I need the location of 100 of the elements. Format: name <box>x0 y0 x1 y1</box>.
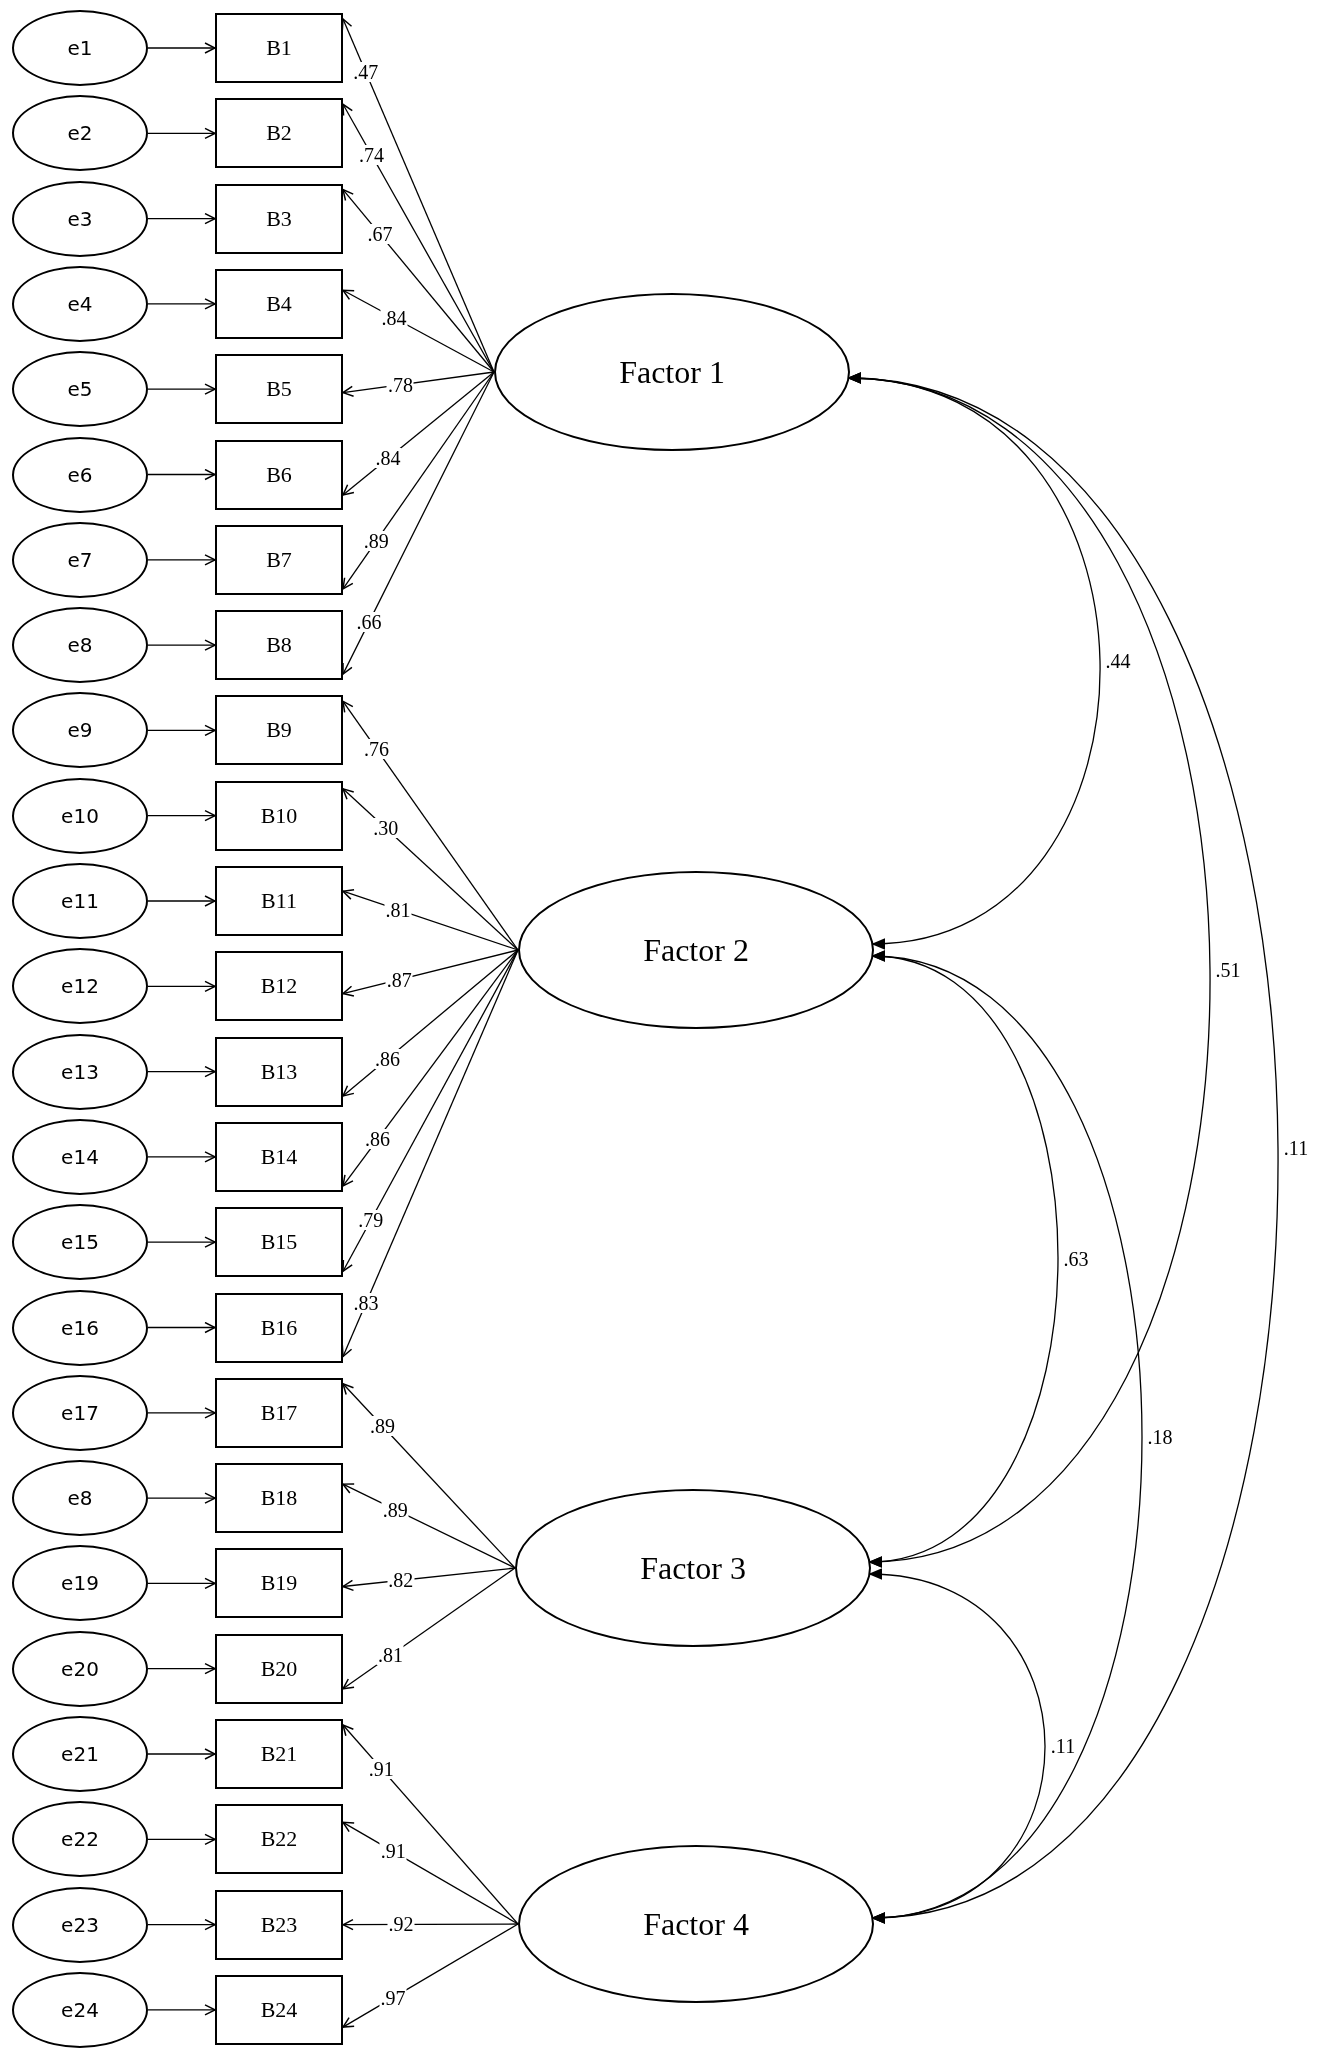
variable-label: B2 <box>266 120 292 147</box>
observed-variable-box <box>215 268 343 339</box>
arrow <box>342 949 519 1187</box>
observed-variable-box <box>215 866 343 936</box>
arrow <box>147 1918 216 1931</box>
factor-label: Factor 4 <box>643 1905 749 1943</box>
arrow <box>341 949 519 1358</box>
observed-variable-box <box>215 1719 343 1789</box>
variable-label: B21 <box>260 1741 298 1767</box>
arrow <box>342 188 495 373</box>
error-term-label: e4 <box>67 291 93 316</box>
arrow <box>147 42 216 54</box>
arrow <box>147 895 216 907</box>
observed-variable-box <box>215 1377 343 1448</box>
error-term-label: e10 <box>61 803 99 828</box>
error-term-label: e17 <box>61 1400 99 1425</box>
edge-label: .89 <box>381 1499 409 1520</box>
observed-variable-box <box>215 1889 343 1960</box>
arrow <box>147 2004 216 2016</box>
edge-label: .67 <box>366 224 394 245</box>
observed-variable-box <box>215 1207 343 1278</box>
variable-label: B17 <box>260 1399 298 1426</box>
variable-label: B12 <box>260 973 298 1000</box>
observed-variable-box <box>215 1036 343 1107</box>
arrow <box>147 639 216 651</box>
variable-label: B22 <box>260 1826 298 1853</box>
observed-variable-box <box>215 780 343 851</box>
arrow <box>147 212 216 225</box>
observed-variable-box <box>215 439 343 510</box>
arrow <box>147 1662 216 1675</box>
arrow <box>342 371 495 675</box>
arrow <box>147 298 216 310</box>
error-term-label: e9 <box>67 718 93 743</box>
observed-variable-box <box>215 354 343 425</box>
error-term-label: e6 <box>67 462 93 487</box>
factor-label: Factor 3 <box>640 1549 746 1587</box>
edge-label: .83 <box>352 1293 380 1314</box>
variable-label: B9 <box>266 717 292 744</box>
error-term-label: e19 <box>61 1571 99 1596</box>
edge-label: .84 <box>374 448 402 469</box>
observed-variable-box <box>215 951 343 1022</box>
arrow <box>342 1383 516 1569</box>
arrow <box>342 1724 519 1925</box>
factor-label: Factor 2 <box>643 931 749 969</box>
variable-label: B10 <box>260 802 298 829</box>
variable-label: B1 <box>266 35 292 61</box>
variable-label: B15 <box>260 1229 298 1256</box>
edge-label: .11 <box>1049 1736 1077 1756</box>
edge-label: .74 <box>358 144 385 165</box>
edge-label: .97 <box>379 1987 407 2008</box>
edge-label: .18 <box>1146 1427 1174 1447</box>
arrow <box>342 700 519 951</box>
error-term-label: e24 <box>61 1997 99 2022</box>
error-term-label: e7 <box>67 547 93 572</box>
error-term-label: e8 <box>67 1486 93 1511</box>
edge-label: .84 <box>380 307 408 328</box>
arrow <box>147 554 216 566</box>
edge-label: .51 <box>1214 960 1242 980</box>
edge-label: .76 <box>362 738 390 759</box>
factor-label: Factor 1 <box>619 353 725 391</box>
variable-label: B23 <box>260 1911 298 1938</box>
arrow <box>147 1748 216 1760</box>
variable-label: B18 <box>260 1485 298 1512</box>
variable-label: B7 <box>266 546 292 573</box>
variable-label: B8 <box>266 632 292 659</box>
observed-variable-box <box>215 1463 343 1534</box>
arrow <box>147 1236 216 1248</box>
variable-label: B19 <box>260 1570 298 1597</box>
arrow <box>147 1151 216 1163</box>
arrow <box>342 949 519 1097</box>
variable-label: B3 <box>266 205 292 232</box>
observed-variable-box <box>215 524 343 595</box>
arrow <box>147 1321 216 1334</box>
observed-variable-box <box>215 1292 343 1363</box>
error-term-label: e22 <box>61 1827 99 1852</box>
variable-label: B24 <box>260 1996 298 2023</box>
arrow <box>147 468 216 481</box>
error-term-label: e2 <box>67 121 93 146</box>
edge-label: .44 <box>1104 651 1132 671</box>
variable-label: B6 <box>266 461 292 488</box>
arrow <box>147 980 216 993</box>
arrow <box>147 1065 216 1078</box>
arrow <box>341 18 495 373</box>
error-term-label: e11 <box>61 889 99 913</box>
edge-label: .81 <box>376 1645 404 1666</box>
observed-variable-box <box>215 610 343 681</box>
observed-variable-box <box>215 1974 343 2045</box>
arrow <box>147 1407 216 1419</box>
error-term-label: e1 <box>67 36 93 60</box>
edge-label: .89 <box>362 531 390 552</box>
arrow <box>342 949 519 1272</box>
error-term-label: e12 <box>61 974 99 999</box>
edge-label: .91 <box>367 1758 395 1779</box>
arrow <box>147 724 216 737</box>
observed-variable-box <box>215 13 343 83</box>
variable-label: B13 <box>260 1058 298 1085</box>
observed-variable-box <box>215 1804 343 1875</box>
edge-label: .91 <box>379 1841 407 1862</box>
arrow <box>342 371 495 590</box>
arrow <box>342 788 519 951</box>
